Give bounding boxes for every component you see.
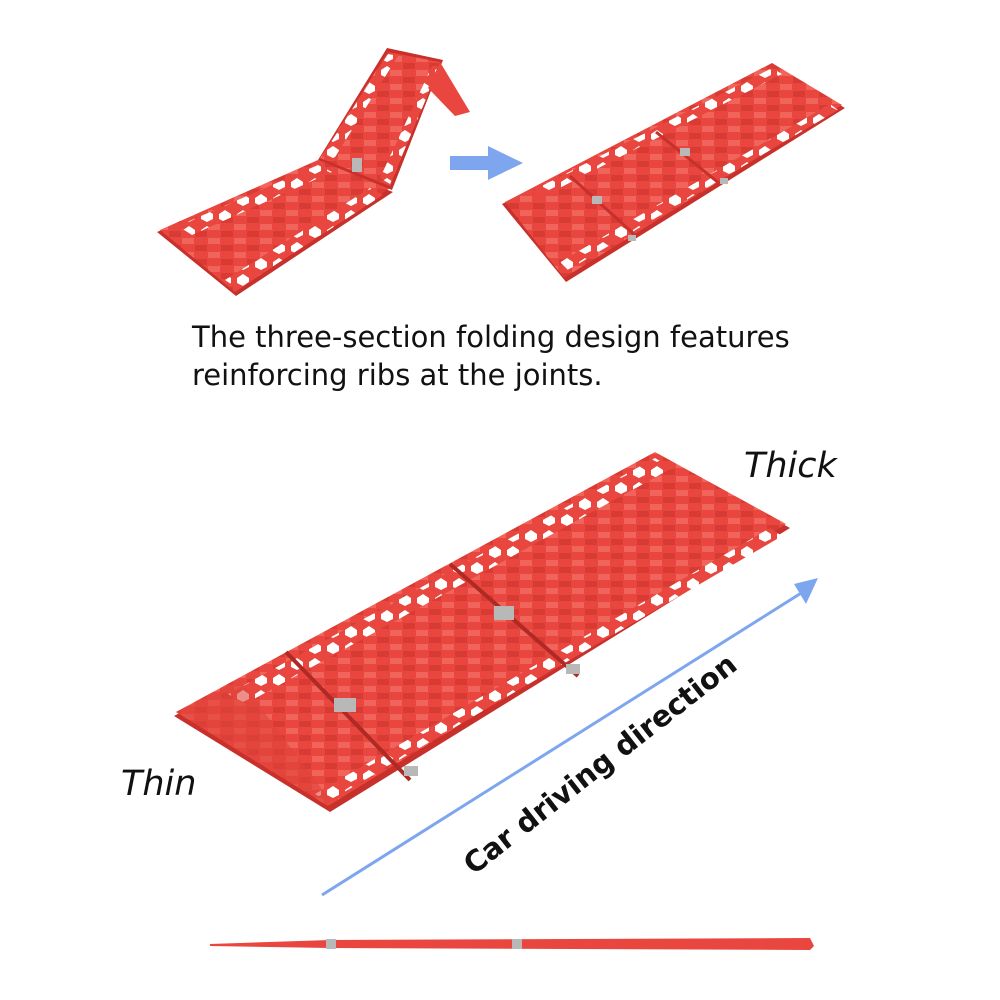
mat-side-profile bbox=[210, 938, 814, 950]
arrow-right-icon bbox=[450, 146, 523, 180]
caption-line-2: reinforcing ribs at the joints. bbox=[192, 358, 603, 392]
caption-line-1: The three-section folding design feature… bbox=[192, 320, 790, 354]
folded-mat bbox=[157, 48, 470, 296]
arrow-up-right-icon bbox=[321, 578, 818, 897]
unfolded-mat-large bbox=[174, 452, 790, 812]
thick-label: Thick bbox=[744, 446, 837, 486]
unfolded-mat-small bbox=[502, 63, 845, 282]
caption: The three-section folding design feature… bbox=[192, 318, 892, 394]
thin-label: Thin bbox=[121, 764, 197, 804]
